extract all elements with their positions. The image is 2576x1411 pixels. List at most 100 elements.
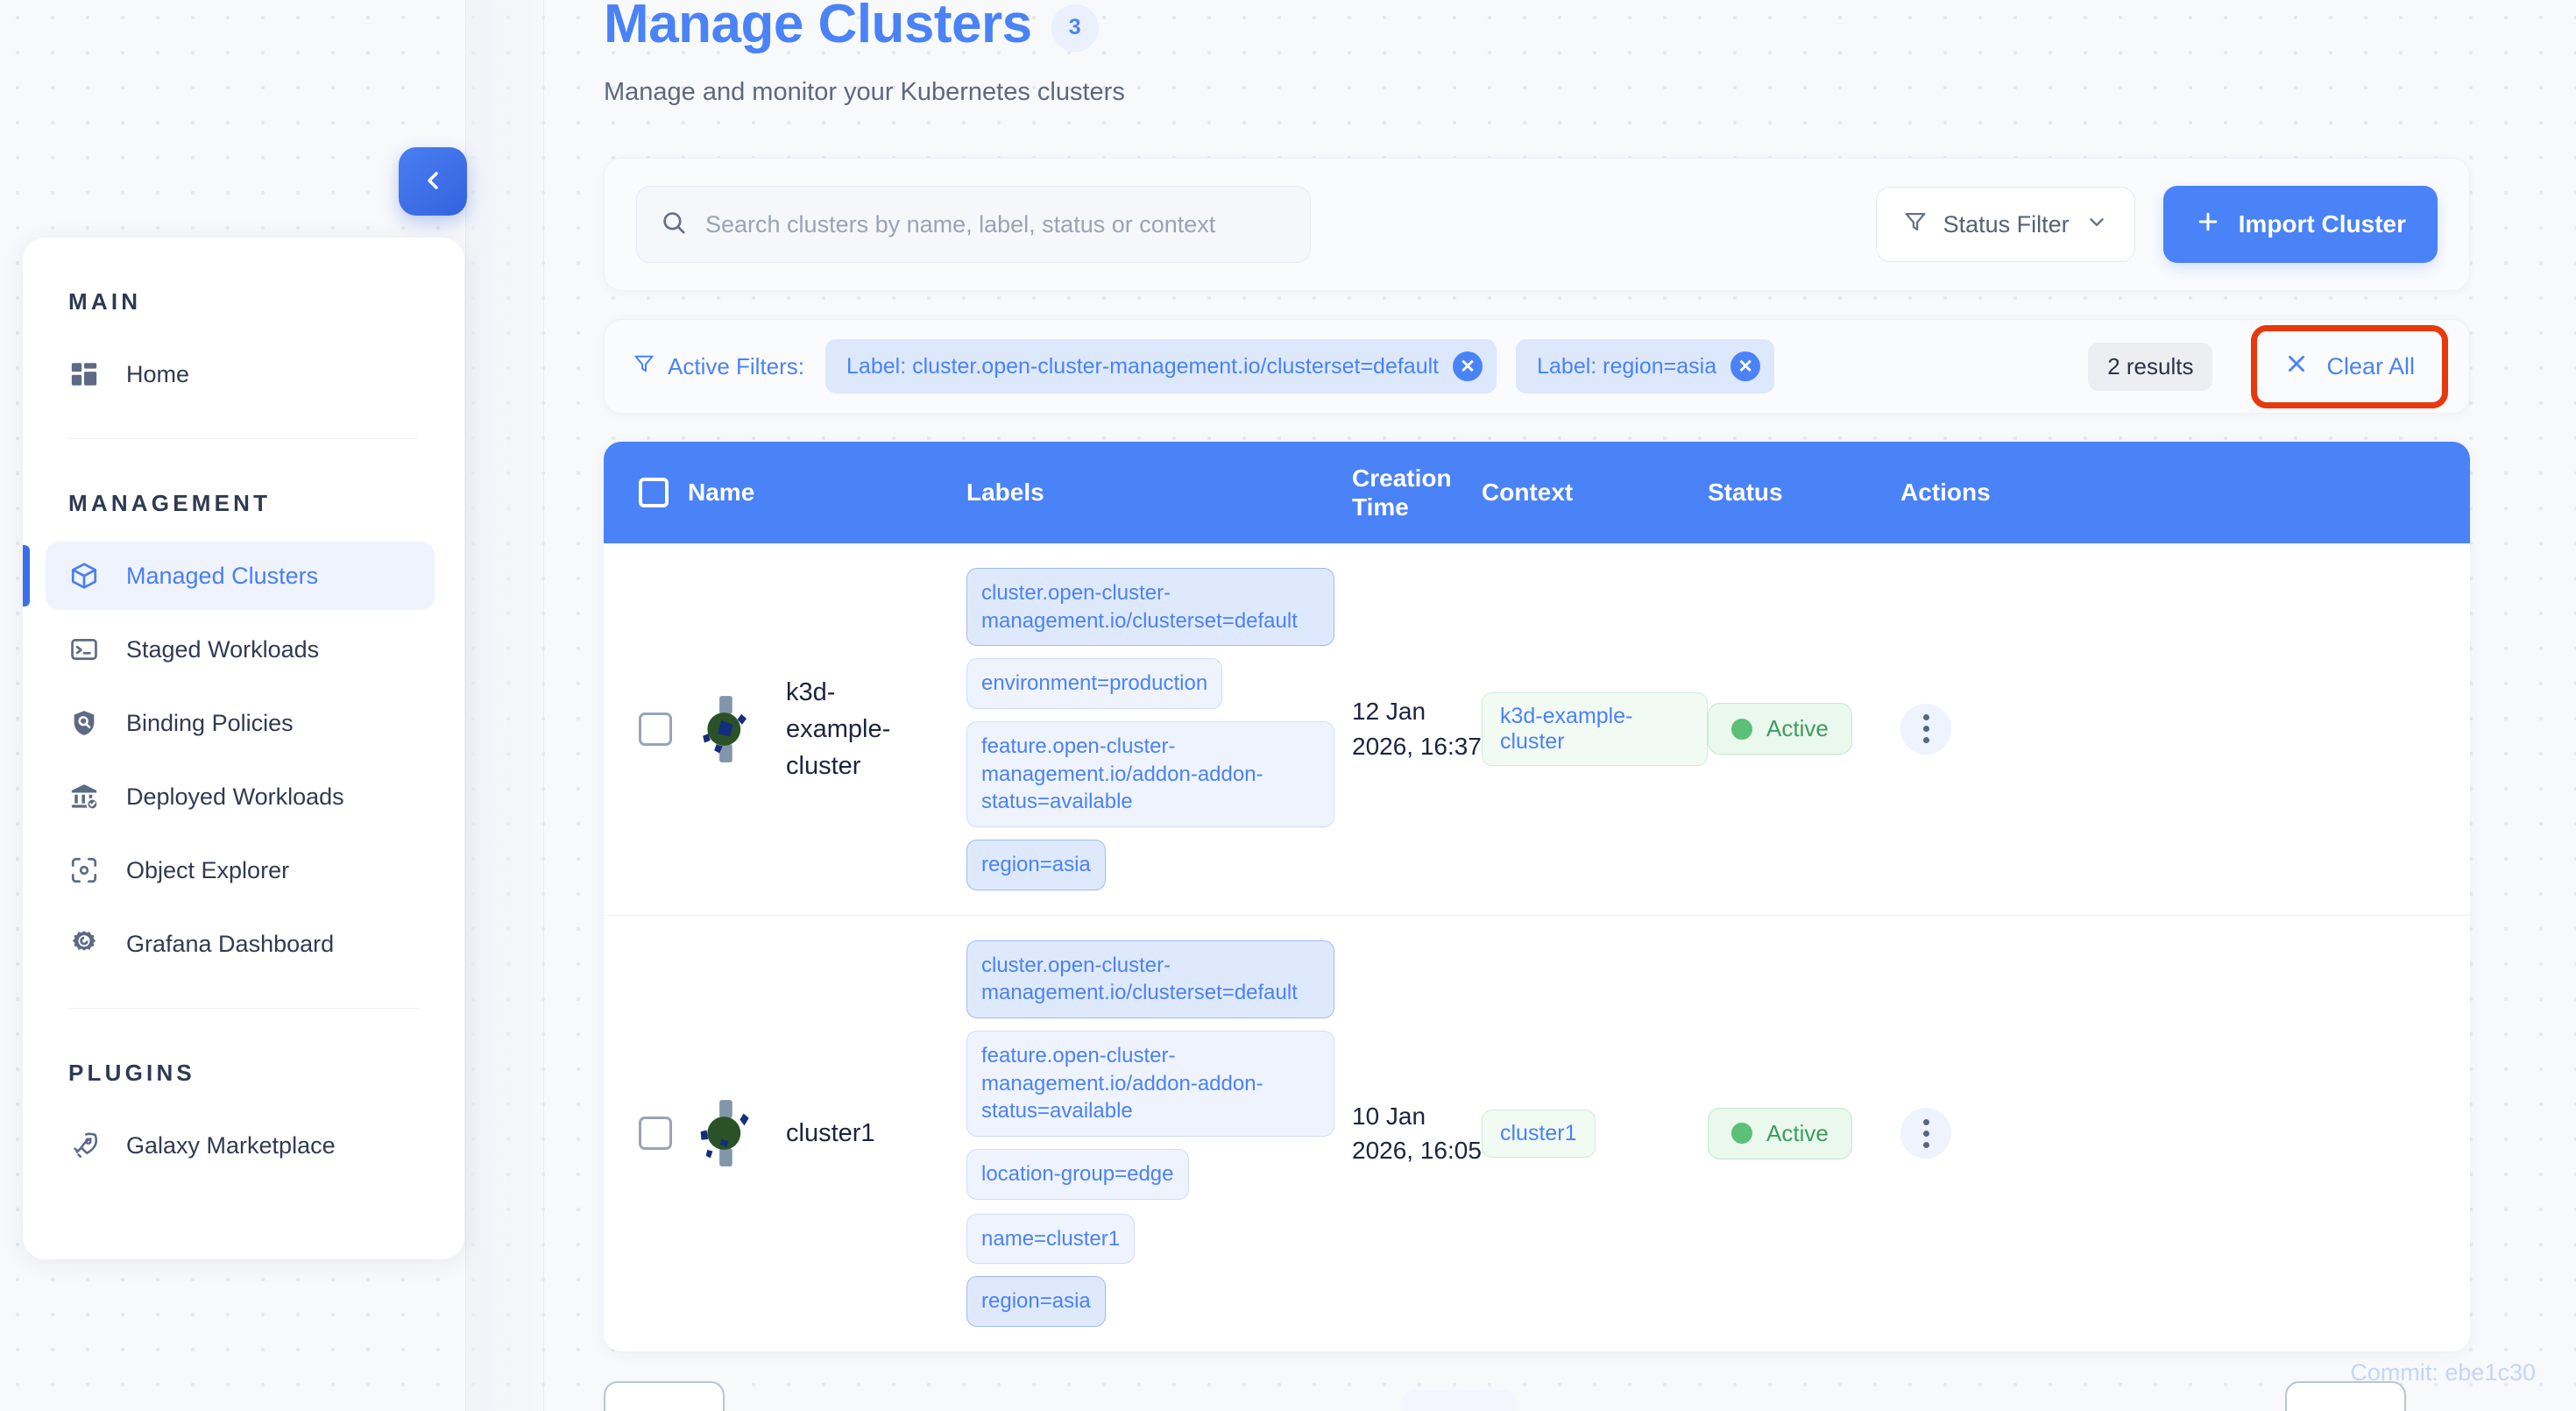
active-filters-bar: Active Filters: Label: cluster.open-clus… xyxy=(604,319,2470,414)
chevron-down-icon xyxy=(2085,210,2108,239)
active-filter-chip[interactable]: Label: cluster.open-cluster-management.i… xyxy=(825,339,1497,394)
plus-icon xyxy=(2195,209,2221,241)
column-header-creation-time[interactable]: Creation Time xyxy=(1352,464,1482,521)
kebab-menu-icon[interactable] xyxy=(1900,1108,1951,1159)
pagination-prev-button[interactable] xyxy=(604,1381,725,1411)
status-filter-dropdown[interactable]: Status Filter xyxy=(1875,187,2135,262)
sidebar-item-staged-workloads[interactable]: Staged Workloads xyxy=(46,615,435,684)
dashboard-grid-icon xyxy=(68,358,100,390)
clusters-table: Name Labels Creation Time Context Status… xyxy=(604,442,2470,1352)
sidebar-item-label: Grafana Dashboard xyxy=(126,930,335,957)
status-dot-icon xyxy=(1731,1123,1752,1145)
sidebar: MAIN Home MANAGEMENT Managed Clusters xyxy=(23,238,464,1259)
import-cluster-label: Import Cluster xyxy=(2238,210,2406,238)
cluster-name[interactable]: cluster1 xyxy=(786,1119,875,1148)
column-header-name[interactable]: Name xyxy=(688,479,755,506)
row-checkbox[interactable] xyxy=(639,1117,672,1151)
creation-time-line1: Creation xyxy=(1352,464,1452,492)
cluster-label-tag[interactable]: environment=production xyxy=(966,658,1223,710)
sidebar-item-home[interactable]: Home xyxy=(46,340,435,408)
status-label: Active xyxy=(1766,1119,1829,1146)
sidebar-section-management: MANAGEMENT Managed Clusters Staged Workl… xyxy=(23,490,464,1009)
cluster-label-tag[interactable]: name=cluster1 xyxy=(966,1213,1136,1265)
cluster-label-tag[interactable]: feature.open-cluster-management.io/addon… xyxy=(966,1031,1334,1138)
sidebar-item-object-explorer[interactable]: Object Explorer xyxy=(46,836,435,904)
shield-search-icon xyxy=(68,707,100,739)
context-tag[interactable]: cluster1 xyxy=(1482,1109,1596,1158)
import-cluster-button[interactable]: Import Cluster xyxy=(2162,186,2438,263)
sidebar-collapse-button[interactable] xyxy=(399,147,467,216)
sidebar-item-managed-clusters[interactable]: Managed Clusters xyxy=(23,542,435,610)
cluster-label-tag[interactable]: cluster.open-cluster-management.io/clust… xyxy=(966,939,1334,1019)
close-circle-icon[interactable]: ✕ xyxy=(1730,351,1761,381)
cluster-labels-cell: cluster.open-cluster-management.io/clust… xyxy=(966,916,1352,1351)
cube-icon xyxy=(68,560,100,592)
chip-label: Label: cluster.open-cluster-management.i… xyxy=(846,353,1440,379)
page-title: Manage Clusters xyxy=(604,0,1032,54)
table-row: k3d-example-cluster cluster.open-cluster… xyxy=(604,543,2470,916)
sidebar-item-label: Staged Workloads xyxy=(126,635,320,663)
select-all-cell xyxy=(604,478,688,507)
bank-check-icon xyxy=(68,781,100,812)
status-cell: Active xyxy=(1708,703,1900,755)
active-filter-chip-list: Label: cluster.open-cluster-management.i… xyxy=(825,339,2067,394)
column-header-actions: Actions xyxy=(1900,479,1991,506)
cluster-name[interactable]: k3d-example-cluster xyxy=(786,677,891,780)
sidebar-item-label: Deployed Workloads xyxy=(126,783,344,810)
sidebar-section-main: MAIN Home xyxy=(23,288,464,439)
status-filter-label: Status Filter xyxy=(1943,210,2070,238)
active-filters-label: Active Filters: xyxy=(668,352,805,379)
sidebar-item-binding-policies[interactable]: Binding Policies xyxy=(46,689,435,757)
kubernetes-cluster-icon xyxy=(688,691,763,767)
column-header-status[interactable]: Status xyxy=(1708,479,1783,506)
sidebar-section-label: MANAGEMENT xyxy=(68,490,272,516)
select-all-checkbox[interactable] xyxy=(639,478,669,507)
sidebar-rail-strip xyxy=(465,0,544,1411)
sidebar-item-label: Object Explorer xyxy=(126,856,290,883)
pagination-page-button[interactable] xyxy=(1402,1390,1518,1411)
sidebar-item-grafana-dashboard[interactable]: Grafana Dashboard xyxy=(46,910,435,978)
context-tag[interactable]: k3d-example-cluster xyxy=(1482,691,1708,766)
close-circle-icon[interactable]: ✕ xyxy=(1453,351,1483,381)
column-header-labels[interactable]: Labels xyxy=(966,479,1044,506)
kebab-menu-icon[interactable] xyxy=(1900,703,1951,755)
actions-cell xyxy=(1900,703,2470,755)
cluster-label-tag[interactable]: location-group=edge xyxy=(966,1149,1189,1200)
sidebar-item-galaxy-marketplace[interactable]: Galaxy Marketplace xyxy=(46,1111,435,1180)
cluster-label-tag[interactable]: feature.open-cluster-management.io/addon… xyxy=(966,721,1334,828)
status-badge: Active xyxy=(1708,1107,1852,1159)
cluster-label-tag[interactable]: region=asia xyxy=(966,840,1106,890)
column-header-context[interactable]: Context xyxy=(1482,479,1574,506)
clear-all-button[interactable]: Clear All xyxy=(2258,337,2441,396)
search-toolbar: Status Filter Import Cluster xyxy=(604,158,2470,291)
creation-time-value: 12 Jan 2026, 16:37 xyxy=(1352,698,1482,760)
close-x-icon xyxy=(2284,351,2309,382)
grafana-icon xyxy=(68,928,100,960)
row-checkbox[interactable] xyxy=(639,712,672,746)
search-input[interactable] xyxy=(705,210,1287,238)
status-badge: Active xyxy=(1708,703,1852,755)
clear-all-wrapper: Clear All xyxy=(2251,324,2448,408)
rocket-icon xyxy=(68,1130,100,1161)
context-cell: k3d-example-cluster xyxy=(1482,691,1708,766)
active-filter-chip[interactable]: Label: region=asia ✕ xyxy=(1516,339,1775,394)
status-dot-icon xyxy=(1731,718,1752,740)
cluster-name-cell: cluster1 xyxy=(688,1095,966,1171)
page-header: Manage Clusters 3 xyxy=(604,0,2470,55)
cluster-label-tag[interactable]: region=asia xyxy=(966,1276,1106,1328)
creation-time-line2: Time xyxy=(1352,493,1409,521)
search-field-wrap[interactable] xyxy=(636,186,1311,263)
cluster-label-tag[interactable]: cluster.open-cluster-management.io/clust… xyxy=(966,568,1334,647)
status-cell: Active xyxy=(1708,1107,1900,1159)
sidebar-item-deployed-workloads[interactable]: Deployed Workloads xyxy=(46,762,435,831)
context-cell: cluster1 xyxy=(1482,1109,1708,1158)
row-select-cell xyxy=(604,712,688,746)
sidebar-item-label: Binding Policies xyxy=(126,709,294,736)
results-count: 2 results xyxy=(2088,342,2213,391)
page-subtitle: Manage and monitor your Kubernetes clust… xyxy=(604,78,1125,106)
scan-object-icon xyxy=(68,854,100,886)
table-header-row: Name Labels Creation Time Context Status… xyxy=(604,442,2470,543)
pagination-next-button[interactable] xyxy=(2285,1381,2406,1411)
cluster-labels-cell: cluster.open-cluster-management.io/clust… xyxy=(966,543,1352,915)
